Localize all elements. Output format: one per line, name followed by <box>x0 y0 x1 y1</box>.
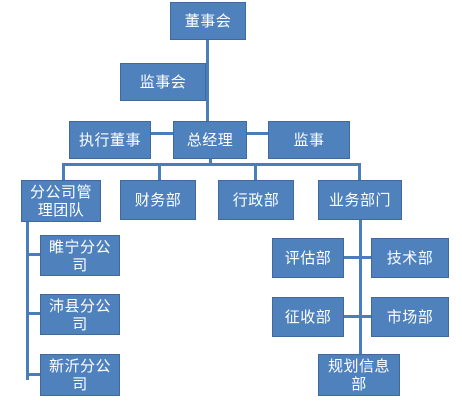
node-supervisory-board: 监事会 <box>120 63 206 101</box>
node-branch-management: 分公司管理团队 <box>21 180 101 222</box>
connector-line <box>26 222 29 380</box>
node-executive-director: 执行董事 <box>69 121 151 159</box>
node-supervisor: 监事 <box>268 121 350 159</box>
node-business: 业务部门 <box>318 180 402 220</box>
connector-line <box>359 220 362 355</box>
node-general-manager: 总经理 <box>173 121 247 159</box>
node-planning-info: 规划信息部 <box>318 354 400 396</box>
connector-line <box>26 373 40 376</box>
connector-line <box>337 315 381 318</box>
connector-line <box>254 163 257 181</box>
connector-line <box>337 256 381 259</box>
node-xinyi-branch: 新沂分公司 <box>40 354 120 396</box>
node-board: 董事会 <box>170 2 246 40</box>
connector-line <box>62 163 360 166</box>
connector-line <box>158 163 161 181</box>
node-suining-branch: 睢宁分公司 <box>40 235 120 276</box>
connector-line <box>358 163 361 181</box>
node-assessment: 评估部 <box>272 238 344 278</box>
node-technology: 技术部 <box>371 238 449 278</box>
connector-line <box>206 39 209 121</box>
connector-line <box>62 163 65 181</box>
node-collection: 征收部 <box>272 297 344 337</box>
node-marketing: 市场部 <box>371 297 449 337</box>
node-administration: 行政部 <box>218 180 294 220</box>
node-peixian-branch: 沛县分公司 <box>40 294 120 335</box>
connector-line <box>26 312 40 315</box>
connector-line <box>26 253 40 256</box>
node-finance: 财务部 <box>120 180 196 220</box>
